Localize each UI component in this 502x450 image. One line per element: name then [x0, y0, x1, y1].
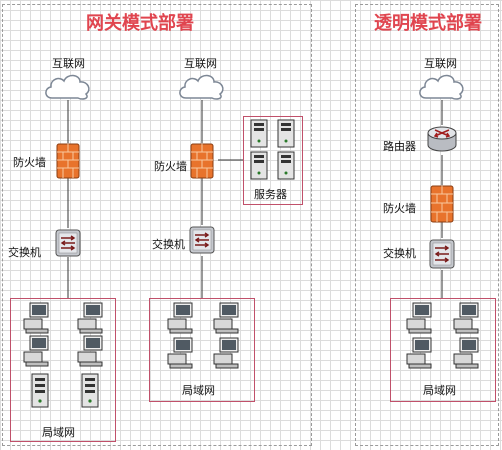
server-icon	[249, 119, 269, 153]
transparent-mode-panel	[355, 4, 499, 446]
transparent-mode-title: 透明模式部署	[374, 13, 482, 34]
router-label: 路由器	[383, 140, 416, 153]
firewall-label-right: 防火墙	[154, 160, 187, 173]
lan-box-right	[149, 298, 255, 402]
computer-icon	[76, 302, 104, 338]
computer-icon	[212, 302, 240, 338]
switch-icon	[188, 225, 216, 259]
computer-icon	[22, 335, 50, 371]
gateway-mode-panel	[2, 4, 312, 446]
switch-label-transparent: 交换机	[383, 247, 416, 260]
computer-icon	[405, 337, 433, 373]
server-icon	[30, 373, 50, 413]
firewall-icon	[56, 143, 80, 183]
cloud-icon	[416, 70, 468, 108]
switch-label-left: 交换机	[8, 246, 41, 259]
switch-icon	[428, 238, 456, 274]
gateway-mode-title: 网关模式部署	[86, 13, 194, 34]
computer-icon	[212, 337, 240, 373]
server-icon	[249, 151, 269, 185]
server-icon	[276, 151, 296, 185]
cloud-icon	[176, 70, 228, 108]
computer-icon	[76, 335, 104, 371]
computer-icon	[405, 302, 433, 338]
internet-label-right: 互联网	[184, 57, 217, 70]
switch-icon	[54, 228, 82, 262]
internet-label-transparent: 互联网	[424, 57, 457, 70]
firewall-label-transparent: 防火墙	[383, 202, 416, 215]
computer-icon	[166, 302, 194, 338]
computer-icon	[452, 337, 480, 373]
lan-box-left	[10, 298, 116, 442]
switch-label-right: 交换机	[152, 238, 185, 251]
lan-label-right: 局域网	[182, 384, 215, 397]
firewall-icon	[190, 143, 214, 183]
server-label: 服务器	[254, 188, 287, 201]
firewall-label-left: 防火墙	[13, 156, 46, 169]
internet-label-left: 互联网	[52, 57, 85, 70]
firewall-icon	[430, 185, 454, 227]
router-icon	[426, 125, 458, 159]
lan-label-left: 局域网	[42, 426, 75, 439]
server-box	[243, 116, 303, 205]
server-icon	[276, 119, 296, 153]
computer-icon	[452, 302, 480, 338]
lan-box-transparent	[390, 298, 496, 402]
computer-icon	[22, 302, 50, 338]
server-icon	[80, 373, 100, 413]
lan-label-transparent: 局域网	[423, 384, 456, 397]
computer-icon	[166, 337, 194, 373]
cloud-icon	[42, 70, 94, 108]
